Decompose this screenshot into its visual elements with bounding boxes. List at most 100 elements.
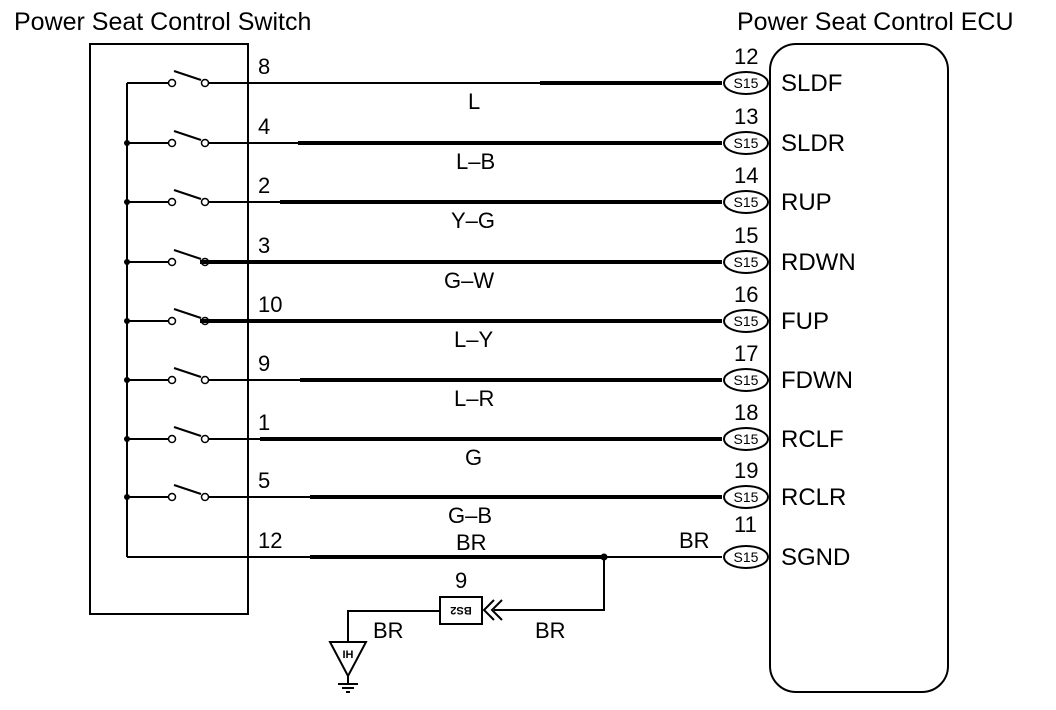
switch-contact-right <box>200 434 210 444</box>
ecu-pin-15: 15 <box>734 223 758 248</box>
connector-label: S15 <box>734 135 759 151</box>
bus-junction-dot <box>124 140 130 146</box>
junction-pin: 9 <box>455 568 467 593</box>
junction-label: BS2 <box>450 604 471 616</box>
switch-pin-4: 4 <box>258 114 270 139</box>
ecu-box <box>769 43 949 693</box>
junction-arrow-inner <box>482 599 495 621</box>
switch-pin-10: 10 <box>258 292 282 317</box>
switch-title: Power Seat Control Switch <box>14 8 311 36</box>
connector-label: S15 <box>734 372 759 388</box>
ecu-signal-sldf: SLDF <box>781 70 842 97</box>
ecu-pin-13: 13 <box>734 104 758 129</box>
connector-oval <box>723 309 769 333</box>
switch-blade <box>173 308 202 319</box>
ecu-pin-19: 19 <box>734 458 758 483</box>
switch-pin-8: 8 <box>258 54 270 79</box>
wire-color-label: G–B <box>448 503 492 528</box>
connector-oval <box>723 190 769 214</box>
switch-blade <box>173 130 202 141</box>
switch-contact-left <box>167 197 177 207</box>
connector-label: S15 <box>734 194 759 210</box>
switch-contact-right <box>200 375 210 385</box>
switch-pin-1: 1 <box>258 410 270 435</box>
ground-switch-pin: 12 <box>258 528 282 553</box>
ground-path: BS2 9 BR BR IH <box>328 557 605 693</box>
bus-junction-dot <box>124 494 130 500</box>
ground-ecu-pin: 11 <box>734 512 757 537</box>
ground-connector-label: S15 <box>734 549 759 565</box>
splice-to-junction-wire <box>494 557 605 611</box>
ecu-pin-16: 16 <box>734 282 758 307</box>
junction-right-wire-color: BR <box>535 618 566 643</box>
switch-pin-5: 5 <box>258 468 270 493</box>
switch-blade <box>173 426 202 437</box>
connector-oval <box>723 427 769 451</box>
connector-label: S15 <box>734 75 759 91</box>
ground-point-label: IH <box>343 649 354 661</box>
connector-oval <box>723 131 769 155</box>
bus-junction-dot <box>124 259 130 265</box>
ecu-signal-rdwn: RDWN <box>781 249 856 276</box>
switch-contact-right <box>200 492 210 502</box>
junction-left-wire-color: BR <box>373 618 404 643</box>
switch-contact-left <box>167 138 177 148</box>
ground-wire-color-ecu: BR <box>679 528 710 553</box>
wire-color-label: L–Y <box>454 327 493 352</box>
bus-junction-dot <box>124 377 130 383</box>
ecu-pin-17: 17 <box>734 341 758 366</box>
switch-contact-left <box>167 257 177 267</box>
junction-to-ground-wire <box>347 610 440 642</box>
ecu-signal-fdwn: FDWN <box>781 367 853 394</box>
ecu-signal-rup: RUP <box>781 189 832 216</box>
connector-oval <box>723 368 769 392</box>
connector-oval <box>723 485 769 509</box>
bus-junction-dot <box>124 436 130 442</box>
switch-contact-left <box>167 78 177 88</box>
switch-box <box>89 43 249 615</box>
switch-blade <box>173 367 202 378</box>
wire-color-label: L–B <box>456 149 495 174</box>
junction-block <box>439 596 483 625</box>
connector-label: S15 <box>734 254 759 270</box>
switch-pin-2: 2 <box>258 173 270 198</box>
switch-contact-left <box>167 375 177 385</box>
wire-color-label: G <box>465 445 482 470</box>
wire-color-label: G–W <box>444 268 494 293</box>
connector-label: S15 <box>734 431 759 447</box>
switch-blade <box>173 70 202 81</box>
switch-contact-right <box>200 78 210 88</box>
switch-pin-9: 9 <box>258 351 270 376</box>
junction-arrow-outer <box>490 599 503 621</box>
ecu-signal-rclr: RCLR <box>781 484 846 511</box>
connector-label: S15 <box>734 313 759 329</box>
switch-blade <box>173 484 202 495</box>
wire-color-label: Y–G <box>451 208 495 233</box>
switch-blade <box>173 189 202 200</box>
ecu-pin-14: 14 <box>734 163 758 188</box>
bus-junction-dot <box>124 318 130 324</box>
wire-color-label: L <box>468 89 480 114</box>
connector-label: S15 <box>734 489 759 505</box>
switch-pin-3: 3 <box>258 233 270 258</box>
ecu-pin-12: 12 <box>734 44 758 69</box>
switch-blade <box>173 249 202 260</box>
bus-junction-dot <box>124 199 130 205</box>
ground-connector-oval <box>723 545 769 569</box>
ground-wire-row: 12 BR BR 11 S15 SGND <box>127 512 850 571</box>
ecu-title: Power Seat Control ECU <box>737 8 1014 36</box>
switch-contact-right <box>200 138 210 148</box>
ecu-pin-18: 18 <box>734 400 758 425</box>
switch-contact-left <box>167 316 177 326</box>
ecu-signal-rclf: RCLF <box>781 426 844 453</box>
